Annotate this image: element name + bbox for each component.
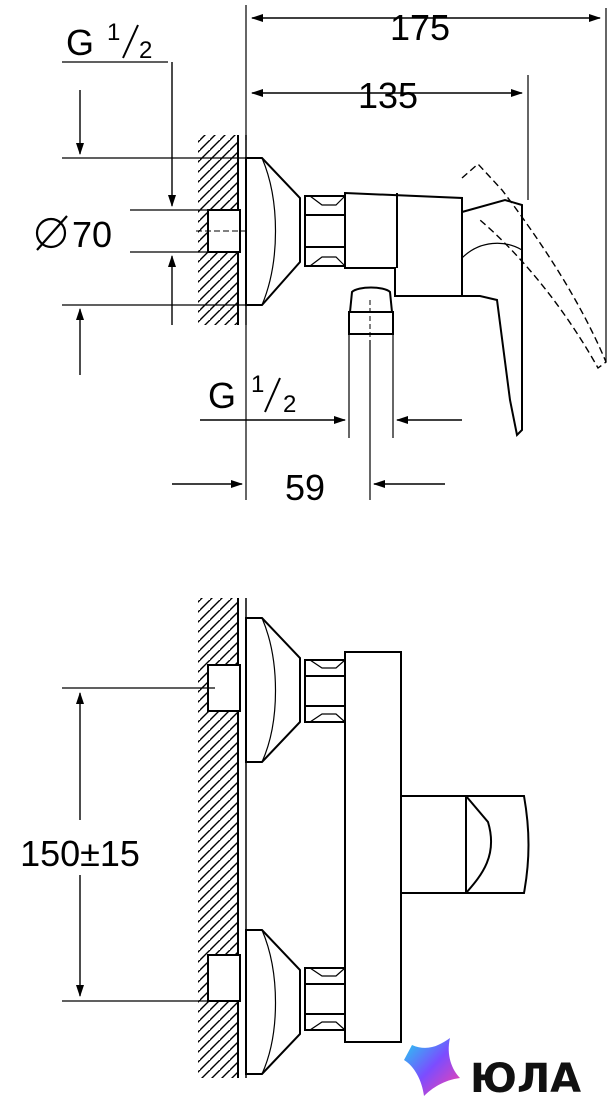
brand-logo-icon: [404, 1038, 460, 1096]
upper-hex-nut: [304, 659, 346, 723]
thread-wall-letter: G: [66, 22, 94, 63]
brand-name: ЮЛА: [470, 1056, 581, 1100]
escutcheon: [245, 157, 301, 306]
top-dimensions: [76, 14, 601, 488]
front-view: [62, 598, 530, 1078]
outlet-nipple: [348, 311, 394, 335]
thread-wall-denominator: 2: [139, 37, 152, 64]
brand-watermark: ЮЛА: [404, 1038, 581, 1100]
top-view: [62, 5, 607, 500]
thread-wall-label: G 1 2: [66, 19, 152, 64]
diameter-icon: [35, 217, 67, 249]
dim-135-label: 135: [358, 75, 418, 116]
front-mixer-body: [344, 651, 402, 1043]
dim-59-label: 59: [285, 467, 325, 508]
mixer-body: [344, 191, 463, 297]
upper-escutcheon: [245, 617, 301, 763]
thread-outlet-letter: G: [208, 375, 236, 416]
thread-outlet-denominator: 2: [283, 391, 296, 418]
hex-nut: [304, 195, 346, 267]
thread-outlet-label: G 1 2: [208, 371, 296, 418]
lower-escutcheon: [245, 929, 301, 1075]
dim-70-label: 70: [72, 214, 112, 255]
thread-wall-numerator: 1: [107, 19, 120, 46]
outlet-spout: [348, 286, 394, 313]
diameter-label: 70: [35, 214, 112, 255]
front-lever-grip: [463, 795, 530, 894]
thread-outlet-numerator: 1: [251, 371, 264, 398]
dim-150-label: 150±15: [20, 833, 140, 874]
lever-handle: [461, 198, 523, 438]
front-lever: [400, 795, 467, 894]
lower-inlet-pipe: [207, 954, 241, 1002]
dim-175-label: 175: [390, 7, 450, 48]
lower-hex-nut: [304, 967, 346, 1031]
